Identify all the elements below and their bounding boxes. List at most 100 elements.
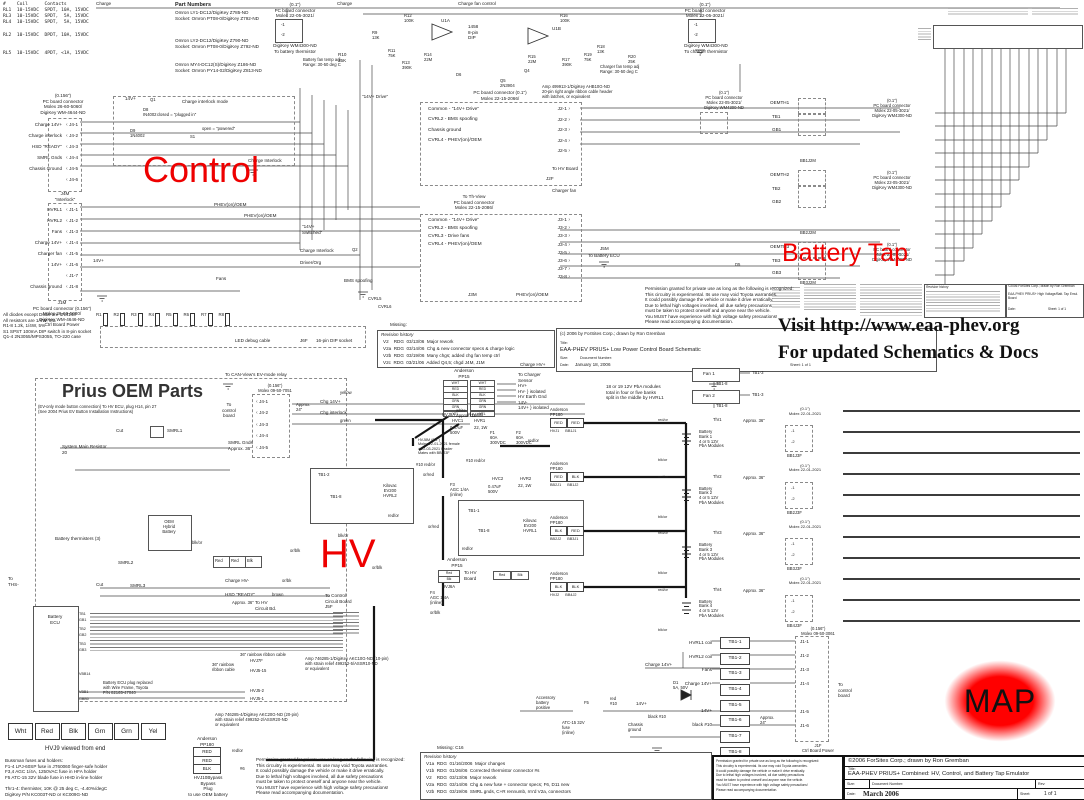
pin-2: -2: [791, 495, 795, 501]
to-ths-label: To THS-: [8, 576, 19, 587]
gb2-label: GB2: [772, 199, 782, 204]
battery-tap-smalltext-fuzz: [772, 287, 800, 309]
bank-connector-label: BB2J3F: [787, 509, 802, 515]
orred-wire-label: or/red: [428, 524, 439, 529]
date-label: Date:: [560, 363, 569, 367]
part-number-2: Omron LY2-DC12/DigiKey Z790-ND Socket: O…: [175, 38, 259, 49]
pin-number: J1-2: [66, 218, 78, 224]
r11-label: R11 75K: [388, 48, 396, 59]
main-size-row: Size: Document Number: Rev:: [845, 780, 1084, 789]
approx-length-label: Approx. 36": [743, 531, 765, 536]
tb1-signal-label: [648, 692, 712, 702]
control-title-block: [556, 328, 937, 372]
wire-color-cell: Red: [34, 723, 60, 740]
connector-pin-row: SMRL Gnds J4-4: [8, 152, 78, 163]
bb2j2m-label: BB2J2M: [800, 230, 816, 235]
permission-note: Permission granted for private use as lo…: [256, 757, 405, 795]
ribbon-cable-label: 36" rainbow ribbon cable: [212, 662, 235, 673]
j1f-caption: J1F Ctrl Board Power: [802, 743, 834, 754]
vbb14-pin: VBB14: [79, 672, 91, 676]
approx-length-label: Approx. 36": [743, 587, 765, 593]
14v-label: 14V+: [636, 701, 647, 706]
thermistor-label: Thr2: [713, 473, 722, 479]
j4f-pins: J4-1 J4-2 J4-3 J4-4 J4-5: [256, 396, 286, 454]
orblk-wire-label: or/blk: [290, 548, 301, 553]
accessory-battery-label: Accessory battery positive: [536, 695, 556, 711]
connector-pin-row: J4-4: [256, 431, 286, 443]
revision-row: V1b RDG 01/26/06 Corrected thermistor co…: [426, 767, 540, 773]
rev-label: Rev:: [1035, 780, 1084, 788]
tb3-gb3-pin-box: [798, 258, 826, 280]
pin-signal-label: Chassis ground: [428, 127, 462, 133]
connector-pin-row: Chassis ground J2-3: [428, 127, 570, 134]
pin-signal-label: Common - "14V+ Drive": [428, 217, 479, 223]
charge-interlock-mode-title: Charge interlock mode: [181, 99, 229, 104]
connector-pin-row: J3-5: [428, 250, 570, 256]
bypass-cell: BLK: [193, 764, 221, 774]
pin-1: -1: [791, 428, 795, 433]
pp180-right-caption: BB3J1: [567, 537, 579, 542]
connector-pin-row: J2-5: [428, 148, 570, 154]
tb1-terminal: TB1-4: [720, 684, 750, 697]
u1b-label: U1B: [552, 26, 561, 31]
anderson-pp15-label: Anderson PP15: [454, 368, 474, 379]
bb1j2m-label: BB1J2M: [800, 158, 816, 163]
brown-wire-label: brown: [272, 592, 284, 597]
pin-signal-label: Charger fan: [37, 251, 62, 256]
tb1-signal-label: [648, 733, 712, 743]
approx-36-label: Approx. 36": [232, 600, 254, 605]
resistor-glyph: [137, 313, 143, 326]
permission-bold-box: Permission granted for private use as lo…: [712, 755, 844, 800]
chg-14v-label: Chg 14V+: [320, 399, 341, 404]
j1-2-pin: J1-2: [800, 653, 809, 658]
component-notes: All diodes except D6&9 are 1N4148 All re…: [3, 312, 92, 339]
pp180-right-cell: BLK: [567, 472, 584, 483]
led-debug-cable-label: LED debug cable: [235, 338, 271, 343]
chassis-ground-label: Chassis ground: [628, 722, 643, 733]
resistor: R2: [114, 312, 126, 326]
revision-row: V1a RDG 01/16/2006 Major changes: [426, 761, 506, 766]
resistor-label: R4: [148, 312, 155, 317]
doc-number-label: Document Number:: [872, 782, 904, 786]
charger-fan-adj-note: Charger fan temp adj Range: 30-50 deg C: [600, 64, 640, 75]
yellow-wire-label: yellow: [340, 390, 352, 395]
approx-24-label: Approx. 24": [296, 402, 311, 413]
r15-label: R15 22M: [528, 54, 537, 65]
fan2-box: [692, 390, 740, 404]
connector-pin-row: CVRL2 - BMS spoofing J3-2: [428, 225, 570, 232]
pin-number: J1-6: [66, 262, 78, 268]
tb2-pin: TB2: [79, 627, 86, 631]
j2f-header: PC board connector (0.1") Molex 22-15-20…: [473, 90, 527, 101]
part-number-3: Omron MY4-DC12(S)/DigiKey Z186-ND Socket…: [175, 62, 262, 73]
f3-label: F3 AGC 1/4A (inline): [450, 482, 469, 498]
tb1-terminal: TB1-7: [720, 731, 750, 744]
resistor-glyph: [207, 313, 213, 326]
bank-molex-note: (0.1") Molex 22-01-2021: [788, 406, 822, 416]
j1-4-pin: J1-4: [800, 681, 809, 686]
wire-6-label: #6: [240, 766, 245, 771]
battery-tap-note-fuzz: [1032, 8, 1078, 16]
pin-signal-label: Common - "14V+ Drive": [428, 106, 479, 112]
connector-pin-row: Common - "14V+ Drive" J3-1: [428, 217, 570, 224]
tb1-signal-label: HVRL2 coil: [689, 653, 712, 659]
hvj5-15-label: HVJ5-15: [250, 668, 267, 673]
connector-pin-row: Charger fan J1-5: [8, 248, 78, 259]
oemth3-label: OEMTH3: [770, 244, 790, 249]
tb2-gb2-pin-box: [798, 186, 826, 208]
tb1-8-label: TB1-8: [330, 494, 342, 499]
d1-label: D1 5A, 50V: [673, 680, 688, 691]
amp-header-note: Amp 499913-1/DigiKey AHB10G-ND 20-pin ri…: [542, 84, 613, 100]
positive-wire-label: red/or: [658, 418, 668, 422]
d9-label: D9 1N4002: [130, 128, 145, 139]
to-hv-board-label: To HV Board: [552, 166, 579, 171]
resistor-glyph: [102, 313, 108, 326]
pin-number: J3-7: [558, 266, 570, 272]
visit-docs-line: For updated Schematics & Docs: [778, 342, 1039, 363]
battery-tap-connector-strip: [933, 25, 1083, 49]
gb3-pin: GB3: [79, 648, 87, 652]
charger-fan-connector-note: (0.1") PC board connector Molex 22-05-30…: [704, 90, 744, 111]
kilovac-hvrl1-label: Kilovac EV200 HVRL1: [523, 518, 537, 534]
fans-label: Fans: [216, 276, 227, 281]
